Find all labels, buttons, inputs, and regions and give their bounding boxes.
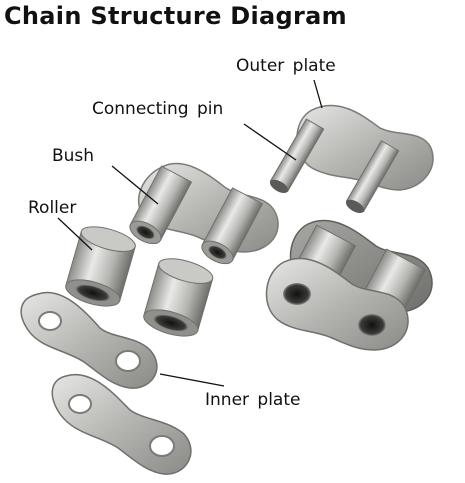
leader-inner-plate [159, 373, 225, 387]
connecting-pin-2 [345, 140, 400, 213]
bush-assembly [129, 162, 279, 265]
assembled-hole-1 [283, 283, 311, 305]
outer-plate-assembly [269, 104, 434, 213]
inner-plate-1 [20, 291, 158, 389]
bush-1 [129, 165, 193, 245]
label-bush: Bush [52, 146, 95, 166]
connecting-pin-1 [269, 118, 325, 193]
leader-bush [111, 165, 159, 205]
leader-roller [57, 217, 93, 251]
diagram-title: Chain Structure Diagram [4, 2, 347, 30]
roller-2 [143, 258, 214, 337]
label-outer-plate: Outer plate [236, 56, 336, 76]
label-inner-plate: Inner plate [205, 390, 301, 410]
leader-outer-plate [313, 79, 323, 109]
label-roller: Roller [28, 198, 77, 218]
outer-plate [296, 104, 434, 191]
roller-1 [65, 226, 136, 307]
label-connecting-pin: Connecting pin [92, 99, 224, 119]
assembled-link [265, 219, 433, 351]
bush-2 [201, 187, 264, 265]
leader-lines [57, 79, 323, 387]
leader-connecting-pin [243, 123, 297, 161]
assembled-hole-2 [358, 314, 386, 336]
inner-plate-2 [51, 373, 192, 475]
